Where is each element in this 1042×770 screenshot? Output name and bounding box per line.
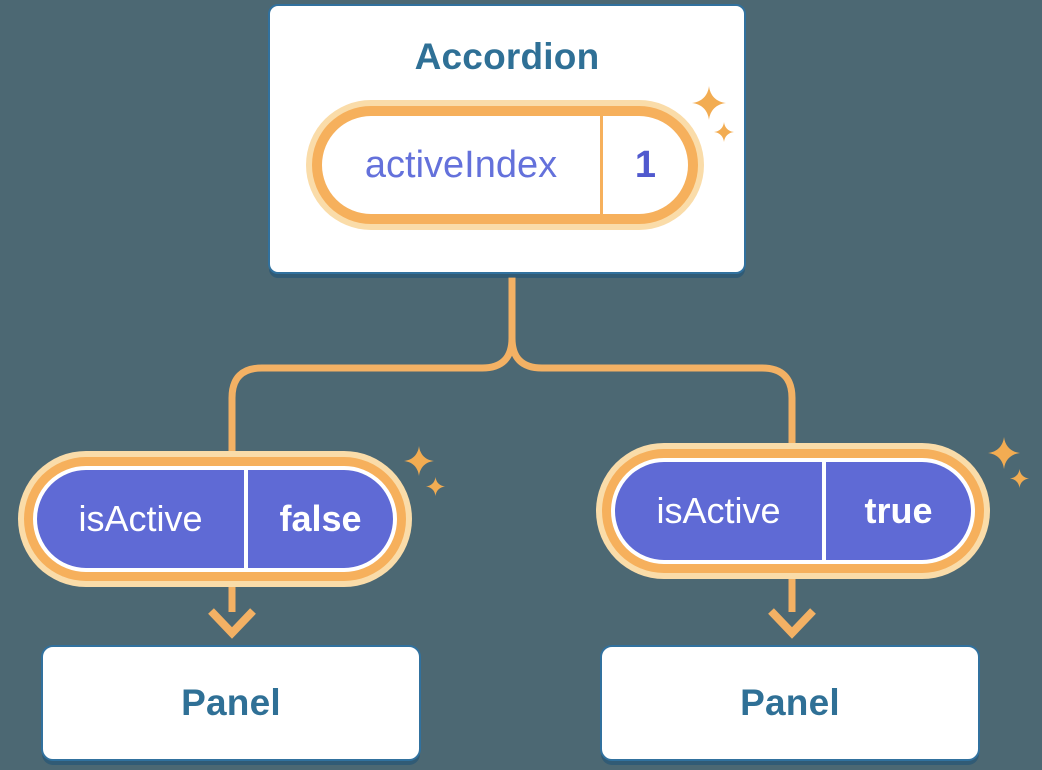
pill-divider: [244, 470, 248, 568]
sparkle-icon: [692, 86, 726, 120]
connector-right-branch: [508, 277, 796, 612]
prop-pill-isactive-true: isActive true: [611, 458, 975, 564]
state-pill: activeIndex 1: [322, 116, 688, 214]
state-label: activeIndex: [364, 143, 558, 186]
panel-title: Panel: [740, 682, 840, 723]
panel-card: Panel: [41, 645, 421, 761]
pill-divider: [600, 116, 603, 214]
accordion-card: Accordion activeIndex 1: [268, 4, 746, 274]
pill-divider: [822, 462, 826, 560]
prop-pill-isactive-false: isActive false: [33, 466, 397, 572]
prop-label: isActive: [78, 498, 203, 539]
sparkle-icon: [988, 437, 1020, 469]
prop-label: isActive: [656, 490, 781, 531]
panel-card: Panel: [600, 645, 980, 761]
arrow-down-icon: [768, 608, 816, 639]
prop-value: true: [864, 490, 933, 531]
panel-title: Panel: [181, 682, 281, 723]
sparkle-icon: [426, 477, 445, 496]
state-value: 1: [634, 143, 657, 186]
arrow-down-icon: [208, 608, 256, 639]
sparkle-icon: [404, 446, 434, 476]
sparkle-icon: [1010, 469, 1029, 488]
sparkle-icon: [714, 122, 734, 142]
accordion-title: Accordion: [414, 36, 600, 77]
prop-value: false: [279, 498, 362, 539]
